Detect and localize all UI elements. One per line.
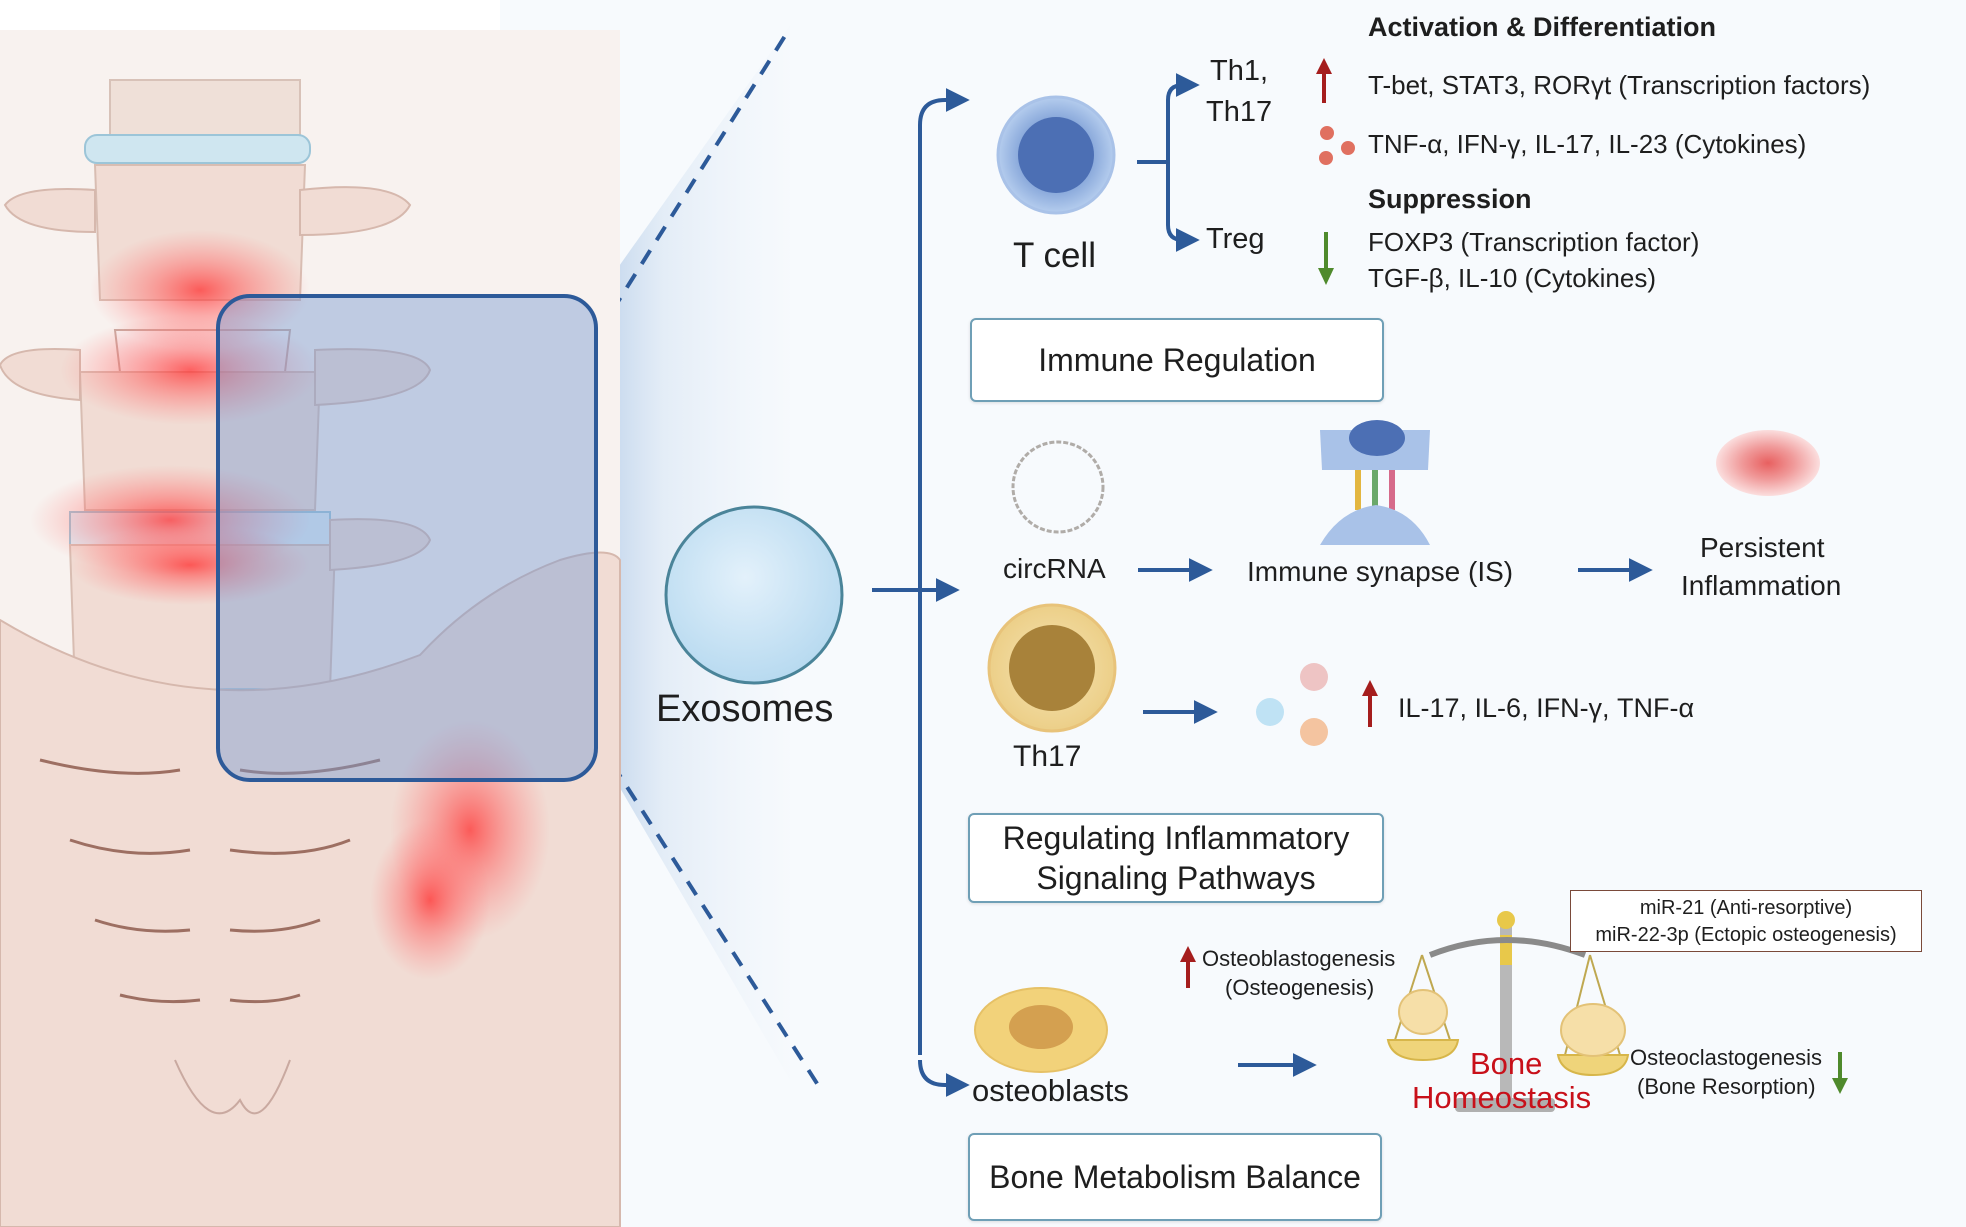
osteoblastogenesis-up-icon [1180,946,1196,988]
inflammation-icon [1716,430,1820,496]
bone-resorption-label: (Bone Resorption) [1637,1074,1816,1099]
mirna-box: miR-21 (Anti-resorptive) miR-22-3p (Ecto… [1570,890,1922,952]
inflammation-label: Inflammation [1681,570,1842,601]
up-arrow-icon [1316,58,1332,103]
osteoclastogenesis-label: Osteoclastogenesis [1630,1045,1822,1070]
balance-scale-icon [1386,911,1630,1112]
activation-transcription-factors: T-bet, STAT3, RORγt (Transcription facto… [1368,70,1871,100]
activation-header: Activation & Differentiation [1368,12,1717,42]
t-cell-branch-arrows [1137,73,1200,252]
activation-cytokines: TNF-α, IFN-γ, IL-17, IL-23 (Cytokines) [1368,129,1807,159]
treg-label: Treg [1206,223,1265,255]
exosome-icon [664,505,844,685]
zoom-region [216,294,598,782]
osteoblastogenesis-label: Osteoblastogenesis [1202,946,1396,971]
immune-synapse-label: Immune synapse (IS) [1247,556,1514,587]
cytokine-secretion-icon [1256,663,1328,746]
th17-up-arrow-icon [1362,680,1378,727]
projection-line-bottom [595,738,820,1087]
cytokine-dots-icon [1319,126,1355,165]
inflammatory-signaling-line1: Regulating Inflammatory [1002,820,1350,856]
osteoblasts-label: osteoblasts [972,1073,1129,1108]
circrna-icon [1011,440,1105,534]
immune-synapse-icon [1320,420,1430,545]
th17-cell-label: Th17 [1013,740,1082,773]
immune-regulation-label: Immune Regulation [1038,342,1316,378]
down-arrow-icon [1318,232,1334,285]
mir22-label: miR-22-3p (Ectopic osteogenesis) [1595,924,1897,946]
bone-metabolism-label: Bone Metabolism Balance [989,1159,1361,1195]
suppression-cytokines: TGF-β, IL-10 (Cytokines) [1368,263,1657,293]
main-branch-arrows [872,88,970,1097]
osteogenesis-label: (Osteogenesis) [1225,975,1375,1000]
persistent-label: Persistent [1700,532,1825,563]
osteoclastogenesis-down-icon [1832,1052,1848,1094]
suppression-header: Suppression [1368,184,1532,214]
th17-nucleus-icon [1009,625,1095,711]
th1-label: Th1, [1210,55,1269,87]
immune-regulation-box: Immune Regulation [970,318,1384,402]
bone-homeostasis-line1: Bone [1470,1046,1543,1081]
projection-line-top [595,26,792,337]
osteoblast-nucleus-icon [1009,1005,1073,1049]
t-cell-nucleus-icon [1018,117,1094,193]
bone-homeostasis-line2: Homeostasis [1412,1080,1592,1115]
exosomes-label: Exosomes [656,688,834,730]
inflammatory-signaling-box: Regulating Inflammatory Signaling Pathwa… [968,813,1384,903]
circrna-label: circRNA [1003,553,1106,584]
t-cell-label: T cell [1013,236,1096,275]
suppression-transcription-factor: FOXP3 (Transcription factor) [1368,227,1700,257]
inflammatory-signaling-line2: Signaling Pathways [1036,860,1316,896]
spine-illustration [0,30,621,1227]
mir21-label: miR-21 (Anti-resorptive) [1639,897,1853,919]
th17-cytokines-label: IL-17, IL-6, IFN-γ, TNF-α [1398,693,1695,723]
bone-metabolism-box: Bone Metabolism Balance [968,1133,1382,1221]
th17-label: Th17 [1206,96,1273,128]
